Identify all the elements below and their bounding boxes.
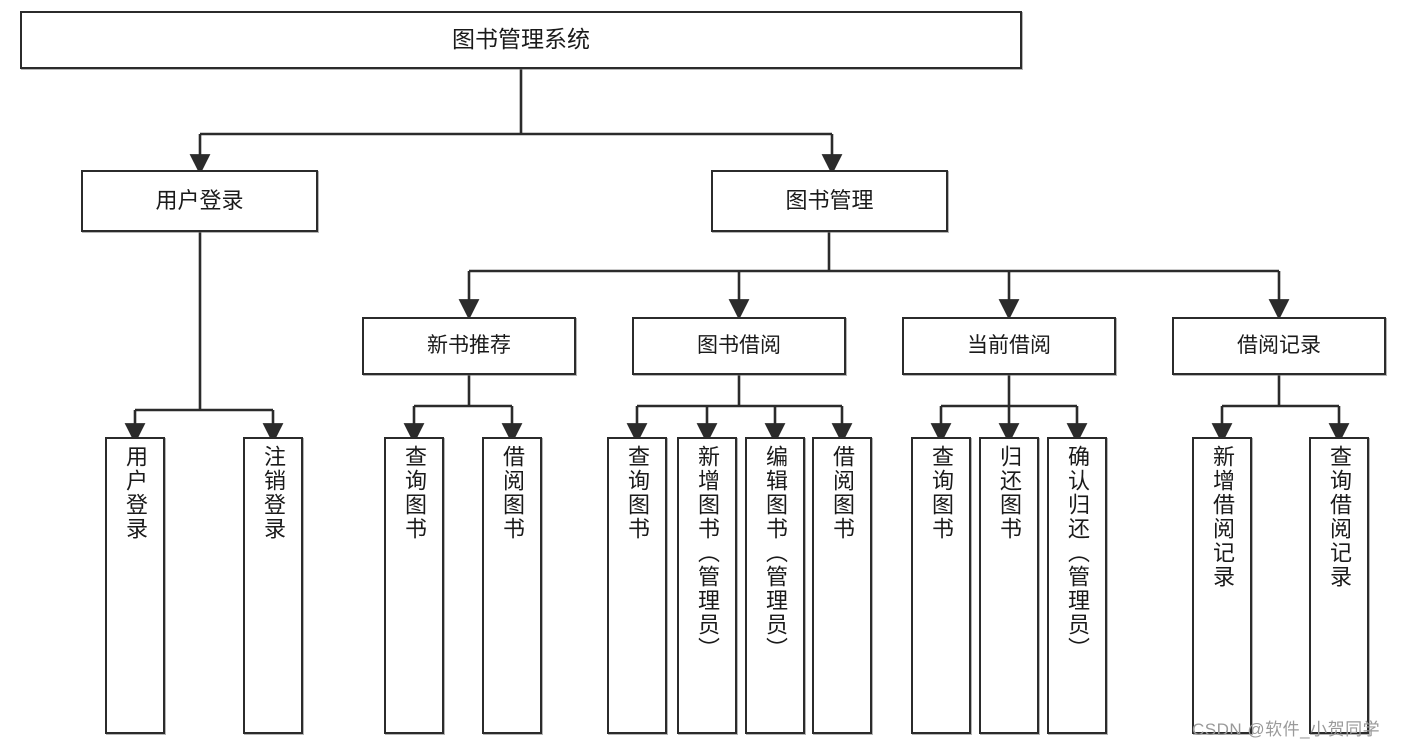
node-label: 查询图书 — [402, 445, 427, 541]
csdn-watermark: CSDN @软件_小贺同学 — [1192, 720, 1381, 739]
leaf-user-login[interactable]: 用户登录 — [105, 437, 165, 734]
node-label: 图书借阅 — [697, 333, 781, 357]
node-label: 查询借阅记录 — [1327, 445, 1352, 589]
node-label: 图书管理系统 — [452, 26, 590, 53]
leaf-query-book-current[interactable]: 查询图书 — [911, 437, 971, 734]
node-label: 借阅图书 — [830, 445, 855, 541]
leaf-confirm-return-admin[interactable]: 确认归还（管理员） — [1047, 437, 1107, 734]
node-label: 新增借阅记录 — [1210, 445, 1235, 589]
node-label: 注销登录 — [261, 445, 286, 541]
node-label: 编辑图书（管理员） — [763, 445, 788, 661]
leaf-return-book[interactable]: 归还图书 — [979, 437, 1039, 734]
node-label: 新增图书（管理员） — [695, 445, 720, 661]
node-book-management[interactable]: 图书管理 — [711, 170, 948, 232]
node-label: 借阅图书 — [500, 445, 525, 541]
node-label: 新书推荐 — [427, 333, 511, 357]
node-label: 当前借阅 — [967, 333, 1051, 357]
node-new-book-recommend[interactable]: 新书推荐 — [362, 317, 576, 375]
node-book-borrow[interactable]: 图书借阅 — [632, 317, 846, 375]
node-label: 查询图书 — [929, 445, 954, 541]
leaf-borrow-book-recommend[interactable]: 借阅图书 — [482, 437, 542, 734]
node-label: 确认归还（管理员） — [1065, 445, 1090, 661]
node-label: 用户登录 — [123, 445, 148, 541]
node-label: 用户登录 — [155, 188, 244, 214]
node-label: 借阅记录 — [1237, 333, 1321, 357]
leaf-add-borrow-record[interactable]: 新增借阅记录 — [1192, 437, 1252, 734]
node-user-login[interactable]: 用户登录 — [81, 170, 318, 232]
node-label: 归还图书 — [997, 445, 1022, 541]
leaf-edit-book-admin[interactable]: 编辑图书（管理员） — [745, 437, 805, 734]
leaf-borrow-book[interactable]: 借阅图书 — [812, 437, 872, 734]
node-label: 图书管理 — [785, 188, 874, 214]
node-root[interactable]: 图书管理系统 — [20, 11, 1022, 69]
node-borrow-record[interactable]: 借阅记录 — [1172, 317, 1386, 375]
leaf-query-borrow-record[interactable]: 查询借阅记录 — [1309, 437, 1369, 734]
node-label: 查询图书 — [625, 445, 650, 541]
leaf-query-book-borrow[interactable]: 查询图书 — [607, 437, 667, 734]
leaf-query-book-recommend[interactable]: 查询图书 — [384, 437, 444, 734]
leaf-add-book-admin[interactable]: 新增图书（管理员） — [677, 437, 737, 734]
leaf-logout[interactable]: 注销登录 — [243, 437, 303, 734]
node-current-borrow[interactable]: 当前借阅 — [902, 317, 1116, 375]
